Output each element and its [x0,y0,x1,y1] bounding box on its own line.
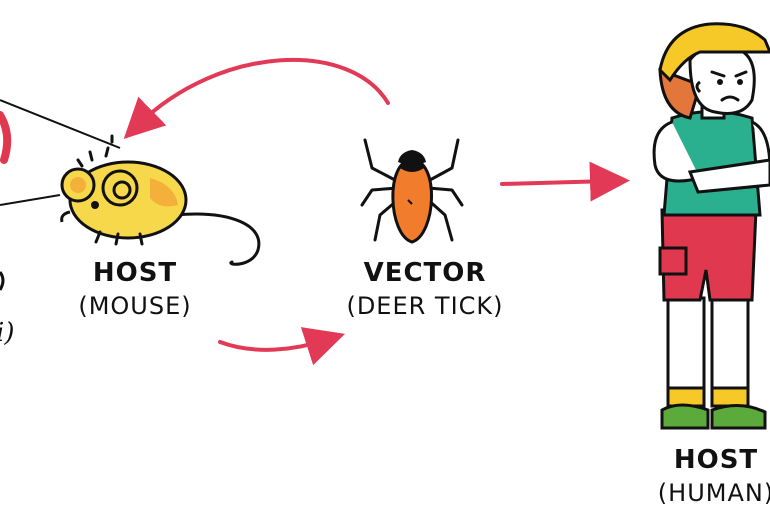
tick-vector-label: VECTOR (DEER TICK) [335,258,515,320]
tick-illustration [360,138,464,244]
tick-role-text: VECTOR [363,258,487,288]
left-cropped-label: i) [0,318,15,348]
tick-species-text: (DEER TICK) [346,292,504,320]
mouse-role-text: HOST [92,258,178,288]
mouse-species-text: (MOUSE) [78,292,192,320]
human-host-label: HOST (HUMAN) [636,445,770,507]
human-species-text: (HUMAN) [657,479,770,507]
arrow-tick-to-mouse [123,57,390,139]
mouse-illustration [60,134,261,266]
arrow-tick-to-human [500,161,630,202]
mouse-host-label: HOST (MOUSE) [60,258,210,320]
human-illustration [652,22,770,430]
arrow-mouse-to-tick [218,327,346,366]
left-cropped-figure [0,99,121,291]
human-role-text: HOST [673,445,759,475]
